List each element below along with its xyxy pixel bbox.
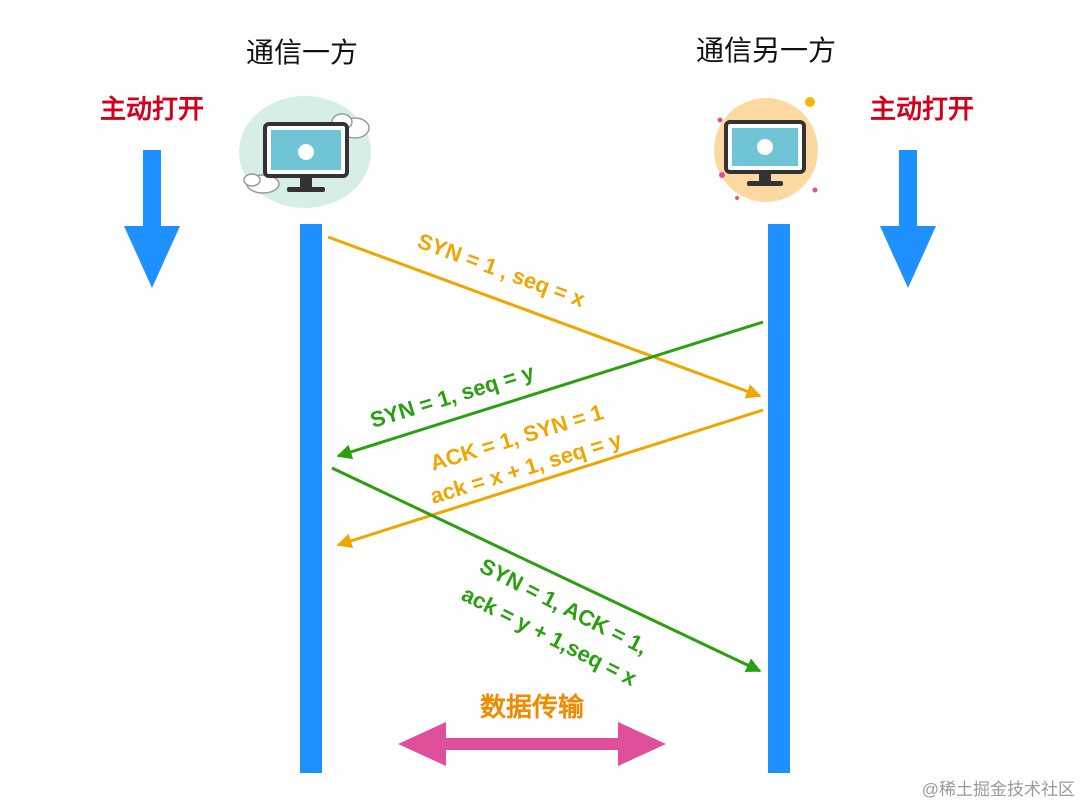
arrow-syn-1 [327,235,762,399]
msg-syn-2-label: SYN = 1, seq = y [367,359,538,433]
arrow-down-icon [880,150,936,288]
timeline-right [768,224,790,773]
arrow-down-icon [124,150,180,288]
arrow-syn-2 [336,320,764,460]
computer-sun-icon [714,97,818,202]
transfer-label: 数据传输 [480,692,585,722]
watermark: @稀土掘金技术社区 [922,780,1075,799]
open-label-right: 主动打开 [870,94,974,124]
computer-cloud-icon [239,96,371,208]
double-arrow-icon [398,722,666,766]
timeline-left [300,224,322,773]
open-label-left: 主动打开 [100,94,204,124]
party-left-title: 通信一方 [246,37,358,68]
party-right-title: 通信另一方 [696,35,836,66]
arrow-ack [331,466,762,673]
arrow-syn-ack [336,408,764,549]
